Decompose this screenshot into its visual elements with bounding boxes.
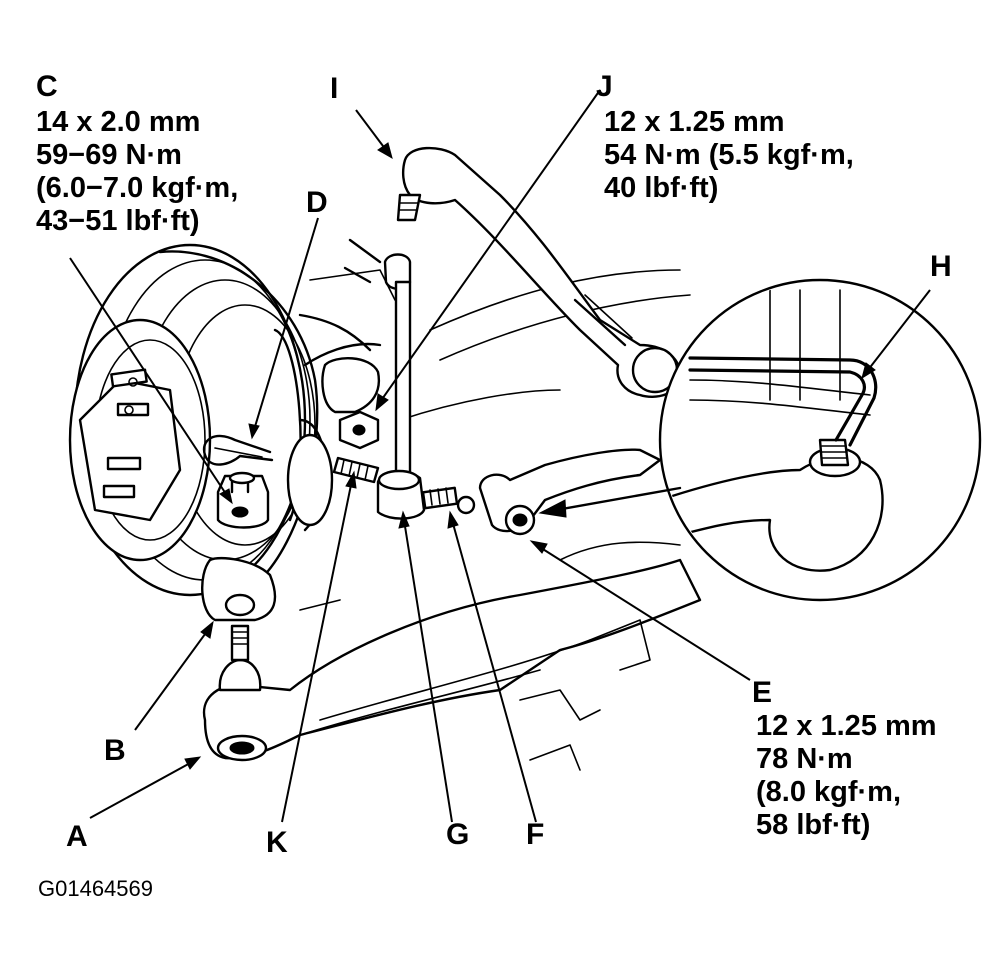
flange-nut-j <box>338 410 380 450</box>
callout-d: D <box>306 186 328 219</box>
spec-j: 12 x 1.25 mm 54 N·m (5.5 kgf·m, 40 lbf·f… <box>604 106 854 205</box>
spec-j-line-3: 40 lbf·ft) <box>604 172 719 204</box>
leader-lines <box>69 89 931 823</box>
detail-circle <box>538 278 982 602</box>
spec-c-line-4: 43−51 lbf·ft) <box>36 205 200 237</box>
spec-j-line-1: 12 x 1.25 mm <box>604 106 785 138</box>
steering-knuckle <box>201 269 396 622</box>
brake-rotor-assembly <box>68 243 334 597</box>
spec-j-line-2: 54 N·m (5.5 kgf·m, <box>604 139 854 171</box>
spec-e-line-1: 12 x 1.25 mm <box>756 710 937 742</box>
callout-g: G <box>446 818 470 851</box>
tie-rod-end <box>396 146 682 398</box>
figure-id: G01464569 <box>38 876 153 901</box>
link-joint-fg <box>421 486 476 515</box>
callout-f: F <box>526 818 545 851</box>
lower-control-arm <box>202 558 702 762</box>
spec-c-line-1: 14 x 2.0 mm <box>36 106 201 138</box>
spec-c-line-2: 59−69 N·m <box>36 139 182 171</box>
spec-c-line-3: (6.0−7.0 kgf·m, <box>36 172 239 204</box>
spec-e-line-4: 58 lbf·ft) <box>756 809 871 841</box>
cotter-pin <box>202 434 274 466</box>
castle-nut <box>216 471 270 529</box>
spec-e-line-3: (8.0 kgf·m, <box>756 776 902 808</box>
stabilizer-link <box>343 238 426 520</box>
stabilizer-bracket <box>478 448 662 536</box>
callout-e: E <box>752 676 773 709</box>
callout-i: I <box>330 72 339 105</box>
spec-e: 12 x 1.25 mm 78 N·m (8.0 kgf·m, 58 lbf·f… <box>756 710 937 842</box>
callout-j: J <box>596 70 613 103</box>
callout-b: B <box>104 734 126 767</box>
spec-c: 14 x 2.0 mm 59−69 N·m (6.0−7.0 kgf·m, 43… <box>36 106 238 238</box>
callout-c: C <box>36 70 58 103</box>
callout-k: K <box>266 826 288 859</box>
callout-a: A <box>66 820 88 853</box>
spec-e-line-2: 78 N·m <box>756 743 853 775</box>
stud-k <box>332 456 380 484</box>
callout-h: H <box>930 250 952 283</box>
